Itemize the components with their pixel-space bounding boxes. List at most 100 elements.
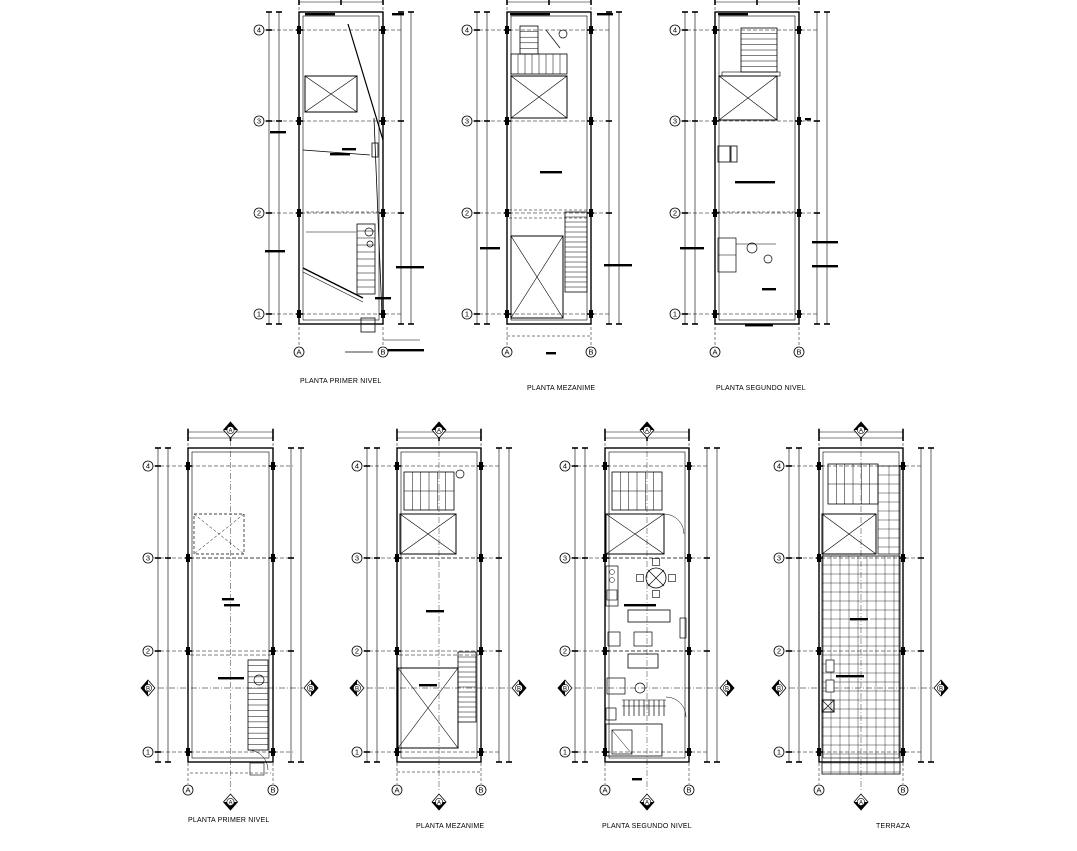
svg-text:A: A: [645, 428, 649, 434]
axis-bubble-3-label: 3: [355, 554, 359, 563]
axis-bubble-2-label: 2: [673, 209, 677, 218]
axis-bubble-3: [253, 115, 265, 127]
axis-bubble-4-label: 4: [257, 26, 261, 35]
axis-bubble-3-label: 3: [563, 554, 567, 563]
axis-bubble-A: [599, 784, 611, 796]
axis-bubble-1-label: 1: [465, 310, 469, 319]
axis-bubble-4-label: 4: [563, 462, 567, 471]
svg-text:A: A: [645, 800, 649, 806]
axis-bubble-A-label: A: [296, 348, 301, 357]
axis-bubble-A-label: A: [816, 786, 821, 795]
axis-bubble-3: [142, 552, 154, 564]
svg-text:B: B: [146, 686, 150, 692]
axis-bubble-3-label: 3: [146, 554, 150, 563]
axis-bubble-4: [142, 460, 154, 472]
section-mark-a-top-4: A: [853, 421, 869, 439]
section-mark-b-left-3: B: [557, 679, 573, 697]
axis-bubble-1: [351, 746, 363, 758]
axis-bubble-A: [709, 346, 721, 358]
axis-bubble-B-label: B: [900, 786, 905, 795]
axis-bubble-2-label: 2: [777, 647, 781, 656]
axis-bubble-A: [501, 346, 513, 358]
axis-bubble-2: [461, 207, 473, 219]
axis-bubble-B: [475, 784, 487, 796]
section-mark-b-right-4: B: [933, 679, 949, 697]
svg-text:B: B: [777, 686, 781, 692]
axis-bubble-2: [253, 207, 265, 219]
axis-bubble-B: [377, 346, 389, 358]
plan-title-bot-2: PLANTA MEZANIME: [416, 823, 485, 830]
axis-bubble-A: [391, 784, 403, 796]
svg-text:A: A: [228, 800, 232, 806]
section-mark-a-top-3: A: [639, 421, 655, 439]
axis-bubble-1-label: 1: [673, 310, 677, 319]
axis-bubble-3: [669, 115, 681, 127]
axis-bubble-4-label: 4: [146, 462, 150, 471]
axis-bubble-3: [559, 552, 571, 564]
section-mark-a-bot-2: A: [431, 793, 447, 811]
axis-bubble-4: [559, 460, 571, 472]
axis-bubble-2: [669, 207, 681, 219]
axis-bubble-A-label: A: [185, 786, 190, 795]
axis-bubble-A: [293, 346, 305, 358]
axis-bubble-A-label: A: [394, 786, 399, 795]
section-mark-b-left-1: B: [140, 679, 156, 697]
svg-text:A: A: [228, 428, 232, 434]
section-mark-a-top-1: A: [222, 421, 239, 439]
axis-bubble-2-label: 2: [563, 647, 567, 656]
axis-bubble-1: [253, 308, 265, 320]
svg-text:B: B: [939, 686, 943, 692]
section-mark-b-right-3: B: [719, 679, 735, 697]
axis-bubble-A-label: A: [712, 348, 717, 357]
axis-bubble-4: [461, 24, 473, 36]
svg-text:A: A: [859, 800, 863, 806]
axis-bubble-1-label: 1: [355, 748, 359, 757]
axis-bubble-A: [813, 784, 825, 796]
axis-bubble-B: [683, 784, 695, 796]
axis-bubble-1: [669, 308, 681, 320]
axis-bubble-A: [182, 784, 194, 796]
axis-bubble-B: [897, 784, 909, 796]
section-mark-a-top-2: A: [431, 421, 447, 439]
svg-text:B: B: [355, 686, 359, 692]
axis-bubble-4-label: 4: [355, 462, 359, 471]
plan-top-3: 4 3 2 1A B: [669, 0, 838, 358]
plan-title-top-1: PLANTA PRIMER NIVEL: [300, 378, 382, 385]
axis-bubble-2: [559, 645, 571, 657]
axis-bubble-1-label: 1: [257, 310, 261, 319]
axis-bubble-3-label: 3: [777, 554, 781, 563]
axis-bubble-B-label: B: [380, 348, 385, 357]
axis-bubble-2-label: 2: [257, 209, 261, 218]
axis-bubble-2: [142, 645, 154, 657]
axis-bubble-3-label: 3: [673, 117, 677, 126]
axis-bubble-B-label: B: [686, 786, 691, 795]
axis-bubble-1-label: 1: [146, 748, 150, 757]
axis-bubble-2-label: 2: [465, 209, 469, 218]
svg-text:A: A: [437, 800, 441, 806]
axis-bubble-4: [351, 460, 363, 472]
svg-text:A: A: [437, 428, 441, 434]
axis-bubble-4: [773, 460, 785, 472]
axis-bubble-4-label: 4: [777, 462, 781, 471]
axis-bubble-2: [351, 645, 363, 657]
plan-title-top-2: PLANTA MEZANIME: [527, 385, 596, 392]
axis-bubble-B-label: B: [796, 348, 801, 357]
axis-bubble-1: [461, 308, 473, 320]
plan-title-top-3: PLANTA SEGUNDO NIVEL: [716, 385, 806, 392]
axis-bubble-B-label: B: [270, 786, 275, 795]
section-mark-b-right-2: B: [511, 679, 527, 697]
svg-text:B: B: [725, 686, 729, 692]
axis-bubble-3: [773, 552, 785, 564]
axis-bubble-4: [669, 24, 681, 36]
section-mark-b-left-2: B: [349, 679, 365, 697]
axis-bubble-A-label: A: [504, 348, 509, 357]
axis-bubble-4-label: 4: [673, 26, 677, 35]
axis-bubble-2: [773, 645, 785, 657]
